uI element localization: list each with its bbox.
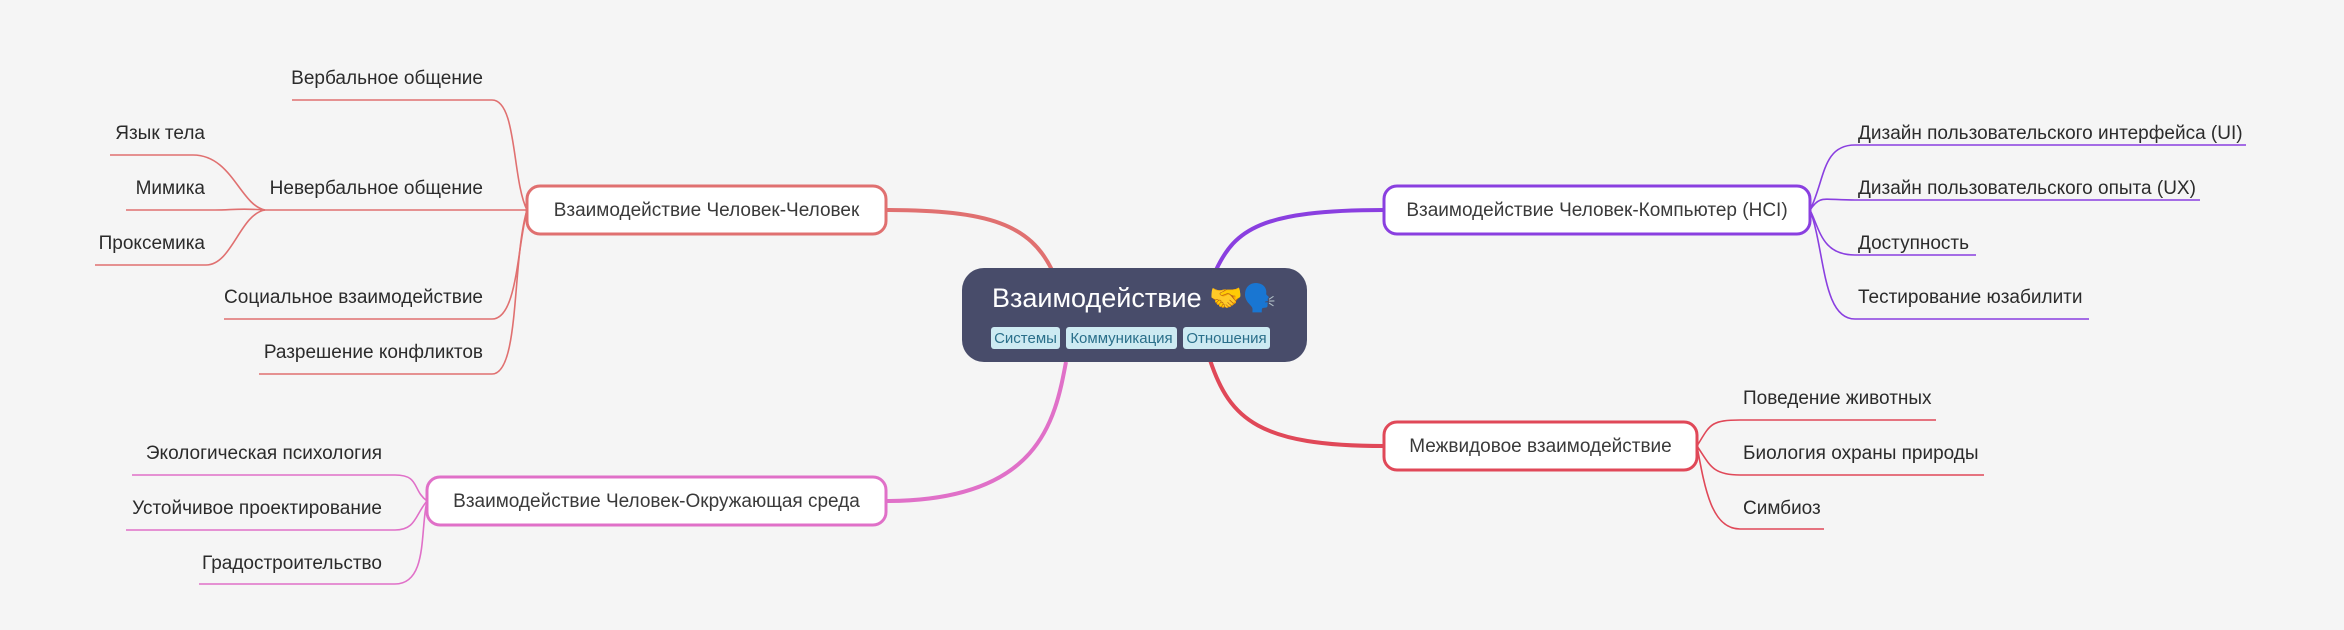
- connector: [1696, 445, 1984, 476]
- connector: [1214, 208, 1385, 271]
- branch-node[interactable]: Межвидовое взаимодействие: [1382, 420, 1699, 472]
- leaf-label[interactable]: Доступность: [1858, 233, 1969, 254]
- branch-node-box: [525, 184, 888, 236]
- connector: [1696, 445, 1824, 530]
- leaf-label[interactable]: Язык тела: [115, 123, 205, 144]
- connector: [1809, 209, 2089, 320]
- leaf-label[interactable]: Симбиоз: [1743, 498, 1821, 519]
- branch-node-label: Взаимодействие Человек-Компьютер (HCI): [1406, 200, 1787, 221]
- connector: [292, 99, 528, 211]
- tag-item: Системы: [991, 327, 1060, 349]
- connector: [259, 209, 528, 375]
- connector: [1809, 144, 2246, 211]
- leaf-label[interactable]: Экологическая психология: [146, 443, 382, 464]
- tag-box: [1183, 327, 1270, 349]
- connector: [126, 500, 428, 531]
- connector: [1809, 198, 2200, 211]
- tag-label: Коммуникация: [1070, 330, 1172, 347]
- leaf-label[interactable]: Устойчивое проектирование: [132, 498, 382, 519]
- leaf-label[interactable]: Дизайн пользовательского интерфейса (UI): [1858, 123, 2243, 144]
- branch-node[interactable]: Взаимодействие Человек-Компьютер (HCI): [1382, 184, 1812, 236]
- tag-box: [991, 327, 1060, 349]
- leaf-label[interactable]: Невербальное общение: [270, 178, 483, 199]
- connector: [1696, 419, 1936, 447]
- leaf-label[interactable]: Градостроительство: [202, 553, 382, 574]
- leaf-label[interactable]: Дизайн пользовательского опыта (UX): [1858, 178, 2196, 199]
- connector: [126, 208, 266, 211]
- connector: [1809, 209, 1976, 256]
- tag-label: Системы: [994, 330, 1057, 347]
- branch-node-box: [1382, 420, 1699, 472]
- leaf-label[interactable]: Вербальное общение: [291, 68, 483, 89]
- branch-node-label: Межвидовое взаимодействие: [1409, 436, 1671, 457]
- branch-node-box: [1382, 184, 1812, 236]
- root-node[interactable]: Взаимодействие 🤝🗣️ Системы Коммуникация …: [962, 268, 1307, 362]
- tag-item: Коммуникация: [1066, 327, 1177, 349]
- branch-human-environment: [126, 361, 1068, 585]
- connector: [95, 209, 266, 266]
- branch-human-human: [95, 99, 1054, 375]
- connector: [885, 361, 1068, 503]
- branch-node[interactable]: Взаимодействие Человек-Человек: [525, 184, 888, 236]
- branch-hci: [1214, 144, 2246, 320]
- branch-node-box: [425, 475, 888, 527]
- tag-label: Отношения: [1186, 330, 1266, 347]
- connector: [885, 208, 1054, 271]
- connector: [110, 154, 266, 211]
- root-title: Взаимодействие 🤝🗣️: [992, 282, 1276, 313]
- connector: [199, 500, 428, 585]
- leaf-label[interactable]: Социальное взаимодействие: [224, 287, 483, 308]
- leaf-label[interactable]: Мимика: [136, 178, 206, 199]
- leaf-label[interactable]: Проксемика: [99, 233, 206, 254]
- leaf-label[interactable]: Тестирование юзабилити: [1858, 287, 2083, 308]
- leaf-label[interactable]: Поведение животных: [1743, 388, 1932, 409]
- branch-interspecies: [1208, 359, 1984, 530]
- leaf-label[interactable]: Биология охраны природы: [1743, 443, 1979, 464]
- branch-node-label: Взаимодействие Человек-Человек: [554, 200, 860, 221]
- connector: [1208, 359, 1385, 448]
- tag-box: [1066, 327, 1177, 349]
- branch-node[interactable]: Взаимодействие Человек-Окружающая среда: [425, 475, 888, 527]
- leaf-label[interactable]: Разрешение конфликтов: [264, 342, 483, 363]
- branch-node-label: Взаимодействие Человек-Окружающая среда: [453, 491, 860, 512]
- connector: [132, 474, 428, 502]
- tag-item: Отношения: [1183, 327, 1270, 349]
